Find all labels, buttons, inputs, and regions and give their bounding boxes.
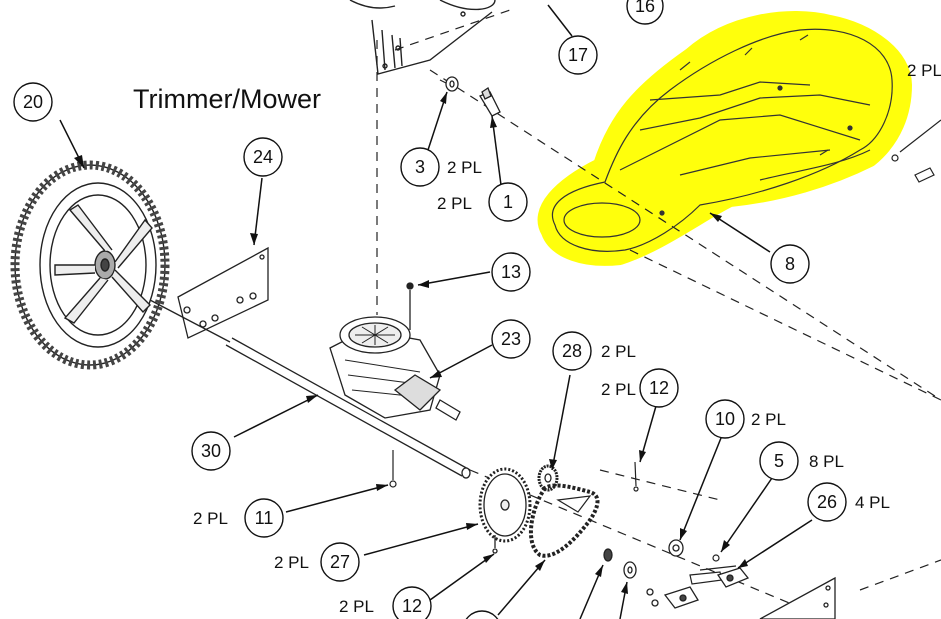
part-3-washer [445, 76, 459, 92]
part-8-tray [551, 28, 893, 252]
qty-callout-12-lower: 2 PL [339, 597, 374, 616]
part-20-wheel [10, 160, 170, 370]
callout-5: 5 [774, 451, 784, 471]
callout-3: 3 [415, 157, 425, 177]
callout-16: 16 [635, 0, 655, 16]
callout-10: 10 [715, 409, 735, 429]
chain-tensioner [556, 495, 592, 513]
right-bolts [891, 119, 941, 183]
qty-callout-10: 2 PL [751, 410, 786, 429]
assembly-lines [376, 9, 941, 619]
callout-13: 13 [501, 262, 521, 282]
highlight-part-8 [537, 11, 912, 266]
part-30-axle [149, 299, 471, 479]
qty-callout-5: 8 PL [809, 452, 844, 471]
callout-30: 30 [201, 441, 221, 461]
callout-28: 28 [562, 341, 582, 361]
frame-part-17 [349, 0, 496, 75]
part-26-bearing [663, 567, 750, 609]
part-1-bolt [479, 87, 501, 117]
callout-26: 26 [817, 492, 837, 512]
qty-callout-28: 2 PL [601, 342, 636, 361]
callout-11: 11 [255, 508, 274, 528]
callout-27: 27 [330, 552, 350, 572]
part-23-transmission [329, 282, 461, 421]
diagram-title: Trimmer/Mower [133, 84, 321, 114]
part-27-sprocket [478, 467, 532, 554]
qty-callout-26: 4 PL [855, 493, 890, 512]
washers-lower [603, 548, 659, 607]
qty-callout-27: 2 PL [274, 553, 309, 572]
qty-callout-11: 2 PL [193, 509, 228, 528]
callout-17: 17 [568, 45, 588, 65]
part-24-bracket [177, 246, 269, 339]
qty-top-right: 2 PL [907, 61, 941, 80]
qty-callout-12-upper: 2 PL [601, 380, 636, 399]
callout-12-lower: 12 [402, 596, 422, 616]
callout-8: 8 [785, 254, 795, 274]
leader-arrowheads [74, 92, 748, 594]
part-5-bolt [689, 554, 737, 585]
part-12-pin-upper [633, 461, 639, 492]
leader-lines [59, 4, 813, 619]
qty-callout-1: 2 PL [437, 194, 472, 213]
chain [528, 483, 600, 558]
part-11-bolt [389, 450, 397, 488]
qty-callout-3: 2 PL [447, 158, 482, 177]
part-10-washer [668, 539, 684, 557]
callout-12-upper: 12 [649, 378, 669, 398]
callout-bubbles [13, 0, 847, 619]
callout-23: 23 [501, 329, 521, 349]
lower-right-plate [759, 576, 836, 619]
callout-24: 24 [253, 147, 273, 167]
callout-1: 1 [503, 192, 513, 212]
callout-20: 20 [23, 92, 43, 112]
